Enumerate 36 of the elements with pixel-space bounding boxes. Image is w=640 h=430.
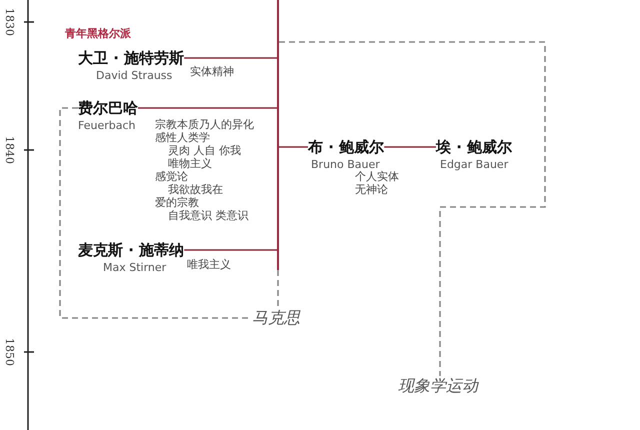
- philosopher-name: 大卫 · 施特劳斯: [78, 48, 184, 68]
- concept-note: 我欲故我在: [168, 183, 223, 196]
- branch-line: [279, 146, 308, 148]
- philosopher-name: 布 · 鲍威尔: [308, 137, 384, 157]
- dashed-connector: [279, 41, 546, 376]
- concept-note: 实体精神: [190, 65, 234, 78]
- concept-note: 感觉论: [155, 170, 188, 183]
- year-label: 1850: [3, 338, 16, 366]
- group-label: 青年黑格尔派: [65, 26, 131, 41]
- philosopher-name: 麦克斯 · 施蒂纳: [78, 240, 184, 260]
- latin-name: Bruno Bauer: [311, 157, 380, 171]
- branch-line: [138, 107, 277, 109]
- latin-name: David Strauss: [96, 68, 174, 83]
- concept-note: 唯我主义: [187, 258, 231, 271]
- latin-name: Edgar Bauer: [440, 157, 510, 172]
- dashed-connector: [277, 270, 279, 308]
- year-label: 1830: [3, 8, 16, 36]
- concept-note: 自我意识 类意识: [168, 209, 248, 222]
- latin-name: Max Stirner: [103, 260, 168, 275]
- timeline-trunk: [277, 0, 279, 270]
- concept-note: 唯物主义: [168, 157, 212, 170]
- concept-note: 感性人类学: [155, 131, 210, 144]
- concept-note: 无神论: [355, 183, 388, 196]
- branch-line: [184, 57, 277, 59]
- concept-note: 个人实体: [355, 170, 399, 183]
- concept-note: 爱的宗教: [155, 196, 199, 209]
- concept-note: 灵肉 人自 你我: [168, 144, 241, 157]
- branch-line: [384, 146, 436, 148]
- latin-name: Feuerbach: [78, 118, 136, 133]
- outcome-label: 现象学运动: [398, 376, 478, 396]
- year-label: 1840: [3, 136, 16, 164]
- outcome-label: 马克思: [252, 308, 300, 328]
- branch-line: [184, 249, 277, 251]
- philosopher-name: 埃 · 鲍威尔: [436, 137, 512, 157]
- philosopher-name: 费尔巴哈: [78, 98, 138, 118]
- concept-note: 宗教本质乃人的异化: [155, 118, 254, 131]
